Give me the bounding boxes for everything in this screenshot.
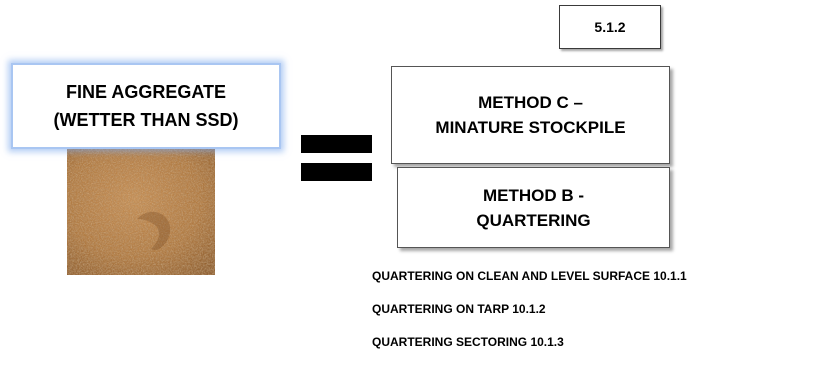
method-c-box: METHOD C – MINATURE STOCKPILE bbox=[391, 66, 670, 164]
section-number-box: 5.1.2 bbox=[559, 5, 661, 49]
equals-sign-top-bar bbox=[301, 135, 372, 153]
method-b-name: QUARTERING bbox=[476, 210, 591, 230]
section-number: 5.1.2 bbox=[594, 19, 626, 35]
method-b-box: METHOD B - QUARTERING bbox=[397, 167, 670, 248]
fine-aggregate-condition: (WETTER THAN SSD) bbox=[53, 110, 239, 130]
fine-aggregate-label-box: FINE AGGREGATE (WETTER THAN SSD) bbox=[11, 63, 281, 149]
method-c-name: MINATURE STOCKPILE bbox=[435, 118, 626, 137]
quartering-option: QUARTERING SECTORING 10.1.3 bbox=[372, 335, 564, 349]
quartering-option: QUARTERING ON CLEAN AND LEVEL SURFACE 10… bbox=[372, 269, 687, 283]
method-b-title: METHOD B - bbox=[482, 185, 585, 205]
equals-sign-bottom-bar bbox=[301, 163, 372, 181]
fine-aggregate-title: FINE AGGREGATE bbox=[65, 82, 226, 102]
quartering-option: QUARTERING ON TARP 10.1.2 bbox=[372, 302, 546, 316]
method-c-title: METHOD C – bbox=[478, 93, 583, 112]
sand-image bbox=[67, 149, 215, 275]
quartering-options-list: QUARTERING ON CLEAN AND LEVEL SURFACE 10… bbox=[372, 266, 687, 365]
